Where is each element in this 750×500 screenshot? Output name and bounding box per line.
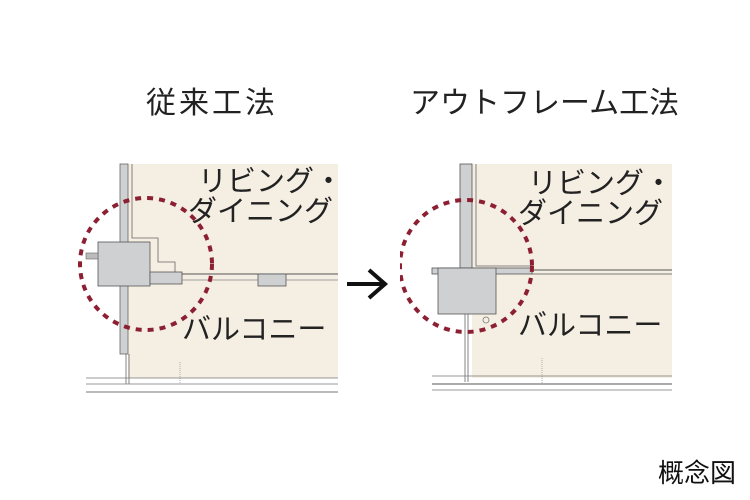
balcony-label: バルコニー bbox=[182, 312, 327, 346]
outframe-plan-drawing bbox=[400, 163, 672, 391]
concept-diagram-caption: 概念図 bbox=[657, 459, 736, 489]
living-dining-label-line1: リビング・ bbox=[528, 166, 674, 200]
highlight-circle bbox=[400, 198, 534, 334]
living-dining-label-line2: ダイニング bbox=[188, 194, 334, 228]
conventional-plan-drawing bbox=[78, 163, 338, 393]
outframe-method-title: アウトフレーム工法 bbox=[410, 86, 680, 121]
highlight-circle bbox=[78, 196, 214, 332]
living-dining-label-line2: ダイニング bbox=[518, 196, 664, 230]
balcony-label: バルコニー bbox=[518, 308, 663, 342]
arrow-right-icon bbox=[347, 268, 389, 300]
conventional-floorplan: リビング・ ダイニング バルコニー bbox=[70, 162, 344, 402]
living-dining-label-line1: リビング・ bbox=[198, 164, 344, 198]
conventional-method-title: 従来工法 bbox=[146, 86, 278, 121]
outframe-floorplan: リビング・ ダイニング バルコニー bbox=[400, 162, 680, 402]
